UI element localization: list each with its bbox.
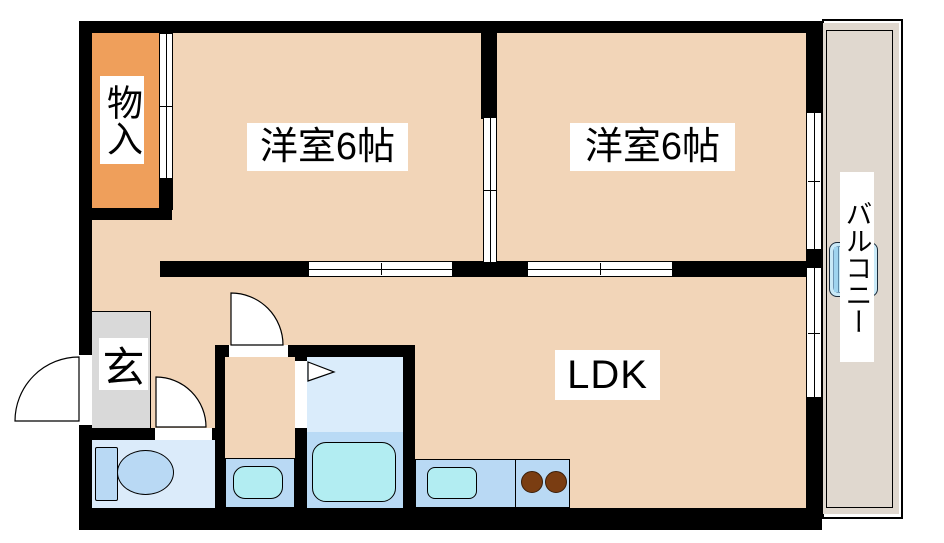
closet-sliding-door	[159, 33, 173, 179]
wall-bottom	[79, 508, 822, 530]
entry-swing-door-icon	[14, 356, 80, 422]
washroom-door-opening	[229, 345, 288, 357]
bedroom1-label: 洋室6帖	[247, 123, 408, 171]
bedroom2-ldk-sliding-door	[527, 261, 673, 277]
bathroom-door-opening	[295, 361, 307, 428]
stove-burner-icon	[521, 471, 543, 493]
ldk-balcony-window	[806, 267, 822, 398]
entrance-label: 玄	[99, 338, 148, 391]
bathroom-folding-door-icon	[307, 361, 336, 382]
entry-door-opening	[79, 355, 92, 425]
bedroom1-ldk-sliding-door	[308, 261, 453, 277]
washbasin-sink-fixture	[233, 466, 283, 499]
stove-burner-icon	[545, 471, 567, 493]
toilet-bowl-fixture	[117, 450, 174, 495]
wall-washroom-left	[215, 345, 225, 508]
kitchen-counter-divider	[515, 459, 516, 508]
room-partition-sliding-door	[483, 117, 497, 263]
wall-room-partition-stub	[481, 21, 497, 119]
wall-top	[79, 21, 822, 33]
wall-bathroom-right	[403, 345, 415, 508]
wall-storage-bottom	[79, 208, 172, 220]
balcony-label: バルコニー	[840, 172, 874, 362]
ldk-label: LDK	[555, 350, 660, 400]
bathtub-fixture	[312, 442, 396, 502]
washroom-swing-door-icon	[230, 292, 284, 346]
balcony-inner-rail	[826, 30, 893, 508]
storage-label: 物入	[100, 76, 144, 164]
bedroom2-label: 洋室6帖	[570, 123, 735, 171]
toilet-door-opening	[155, 428, 212, 440]
bedroom2-balcony-window	[806, 112, 822, 250]
kitchen-sink-fixture	[427, 467, 477, 499]
toilet-swing-door-icon	[155, 376, 207, 428]
wall-storage-stub	[159, 178, 173, 210]
